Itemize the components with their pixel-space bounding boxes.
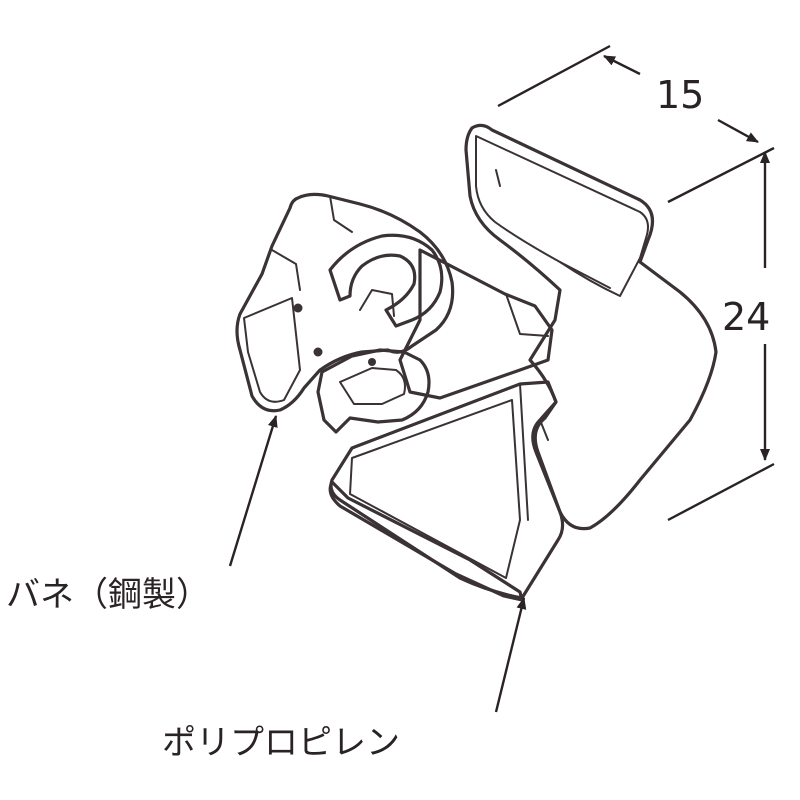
dimension-height: 24 [667,151,775,522]
height-label: 24 [722,295,770,339]
body-leader-line [494,597,527,713]
spring-front-plate [243,297,301,403]
width-arrow-left [603,54,641,76]
spring-label: バネ（鋼製） [6,575,210,615]
rivet-upper [293,303,303,313]
callout-body: ポリプロピレン [162,597,527,763]
body-bottom-lip [328,480,524,602]
rivet-latch [368,358,376,366]
dimension-width: 15 [497,44,775,204]
body-top-ledge [398,248,554,400]
spring-latch-inner [339,367,406,405]
width-extension-left [497,44,611,108]
edge-lines [271,169,611,521]
width-extension-right [667,146,775,204]
body-back-tab [475,135,649,297]
clip-illustration [235,123,718,602]
height-extension-bottom [667,462,775,522]
body-front-face [329,380,565,600]
body-front-panel [349,399,521,579]
rivet-lower [313,347,323,357]
callout-spring: バネ（鋼製） [6,415,278,615]
width-arrow-right [717,118,759,144]
spring-body [235,192,455,413]
width-label: 15 [656,73,704,117]
spring-leader-line [228,415,278,567]
body-right-wall [464,123,718,531]
spring-latch [316,348,431,434]
spring-loop [328,233,444,328]
body-label: ポリプロピレン [162,723,400,763]
